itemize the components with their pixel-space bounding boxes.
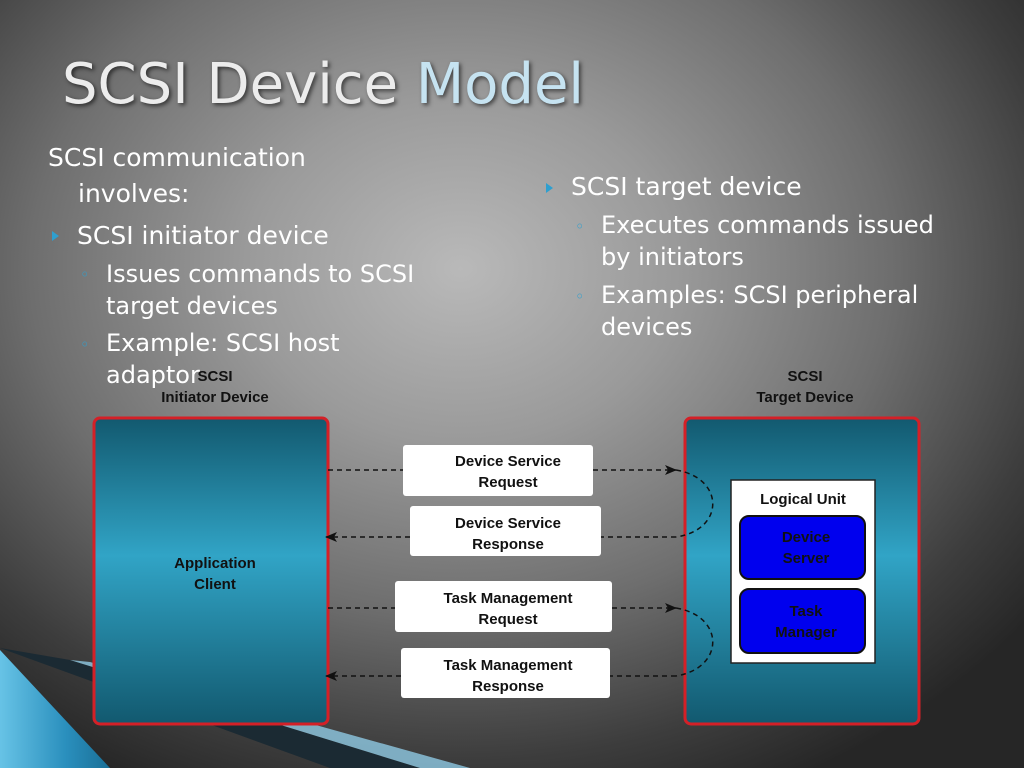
- target-label-line1: SCSI: [787, 368, 822, 385]
- dsr-request-line2: Request: [478, 474, 537, 491]
- dsr-response-line2: Response: [472, 536, 544, 553]
- right-heading: SCSI target device: [571, 172, 802, 201]
- task-manager-line1: Task: [789, 603, 823, 620]
- bullet-circle-icon: ◦: [575, 287, 585, 306]
- bullet-circle-icon: ◦: [80, 265, 90, 284]
- initiator-label-line1: SCSI: [197, 368, 232, 385]
- left-sub2-line1: Example: SCSI host: [106, 329, 340, 357]
- corner-stripe-blue: [0, 650, 110, 768]
- title-main: SCSI Device: [62, 52, 416, 117]
- left-sub1-line2: target devices: [106, 292, 278, 320]
- tm-loop-connector: [675, 607, 714, 677]
- title-accent: Model: [415, 52, 584, 117]
- bullet-circle-icon: ◦: [575, 217, 585, 236]
- tm-request-line2: Request: [478, 611, 537, 628]
- bullet-arrow-icon: [546, 183, 553, 193]
- left-sub1-line1: Issues commands to SCSI: [106, 260, 415, 288]
- device-server-box: [739, 515, 866, 580]
- task-manager-box: [739, 588, 866, 654]
- bullet-arrow-icon: [52, 231, 59, 241]
- bullet-circle-icon: ◦: [80, 335, 90, 354]
- dsr-loop-connector: [675, 469, 714, 538]
- left-sub2-line2: adaptor: [106, 361, 200, 389]
- tm-response-line2: Response: [472, 678, 544, 695]
- task-manager-line2: Manager: [775, 624, 837, 641]
- tm-response-line1: Task Management: [444, 657, 573, 674]
- initiator-label-line2: Initiator Device: [161, 389, 269, 406]
- device-server-line1: Device: [782, 529, 830, 546]
- right-sub1-line2: by initiators: [601, 243, 744, 271]
- initiator-device-box: [92, 416, 330, 726]
- right-sub2-line2: devices: [601, 313, 693, 341]
- tm-response-box: [401, 648, 610, 698]
- dsr-response-box: [410, 506, 601, 556]
- left-intro-line1: SCSI communication: [48, 143, 306, 172]
- right-sub2-line1: Examples: SCSI peripheral: [601, 281, 919, 309]
- target-label-line2: Target Device: [756, 389, 853, 406]
- dsr-request-box: [403, 445, 593, 496]
- dsr-request-line1: Device Service: [455, 453, 561, 470]
- left-heading: SCSI initiator device: [77, 221, 329, 250]
- logical-unit-label: Logical Unit: [760, 491, 846, 508]
- app-client-line1: Application: [174, 555, 256, 572]
- app-client-line2: Client: [194, 576, 236, 593]
- tm-request-line1: Task Management: [444, 590, 573, 607]
- right-sub1-line1: Executes commands issued: [601, 211, 934, 239]
- left-intro-line2: involves:: [78, 179, 190, 208]
- device-server-line2: Server: [783, 550, 830, 567]
- slide-title: SCSI Device Model: [62, 52, 584, 117]
- dsr-response-line1: Device Service: [455, 515, 561, 532]
- tm-request-box: [395, 581, 612, 632]
